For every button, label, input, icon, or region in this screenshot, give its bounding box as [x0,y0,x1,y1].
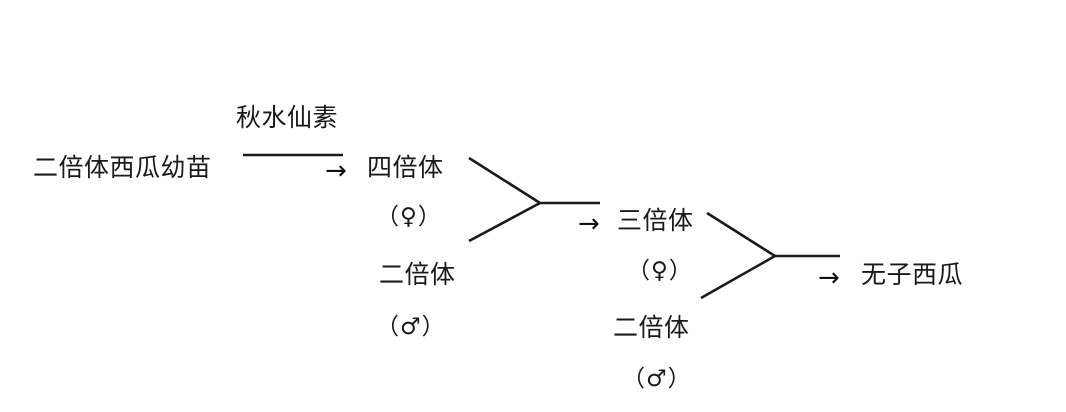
cross2-lower-stroke [700,254,776,300]
cross1-upper-stroke [468,156,541,205]
node-diploid-male-1: 二倍体 [379,260,456,289]
arrow-head-1: → [325,156,347,186]
node-diploid-male-2: 二倍体 [613,313,690,342]
arrow-head-3: → [818,263,840,293]
node-seedless-watermelon: 无子西瓜 [861,260,964,289]
arrow-head-2: → [578,209,600,239]
node-tetraploid-sex-female: （♀） [376,204,442,230]
node-diploid-male-2-sex-male: （♂） [622,366,692,392]
node-tetraploid: 四倍体 [367,153,444,182]
cross2-upper-stroke [706,211,776,258]
cross1-lower-stroke [468,201,541,243]
node-triploid: 三倍体 [617,206,694,235]
reagent-label-colchicine: 秋水仙素 [236,103,339,132]
node-triploid-sex-female: （♀） [627,258,693,284]
node-diploid-seedling: 二倍体西瓜幼苗 [33,153,212,182]
node-diploid-male-1-sex-male: （♂） [376,314,446,340]
